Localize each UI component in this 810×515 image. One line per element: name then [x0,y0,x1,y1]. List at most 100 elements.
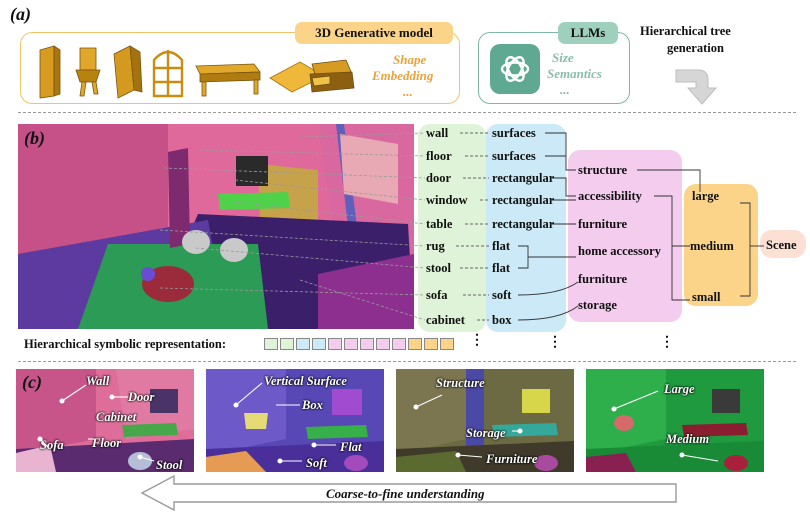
view4-label-large: Large [664,382,695,396]
view2-label-soft: Soft [306,456,327,470]
shape-thumbnails [39,45,355,99]
function-storage: storage [578,298,617,312]
chair-shape [75,47,101,97]
llm-logo-icon [490,44,540,94]
shape-label: Shape [393,52,427,67]
shape-floor: surfaces [492,149,536,163]
tree-gen-arrow-icon [675,69,718,105]
view2-label-box: Box [302,398,323,412]
shape-wall: surfaces [492,126,536,140]
rep-cell [296,338,310,350]
coarse-to-fine-label: Coarse-to-fine understanding [326,486,485,501]
view-size-level [586,369,764,472]
view1-label-door: Door [128,390,155,404]
view4-label-medium: Medium [666,432,710,446]
function-ellipsis: ⋮ [660,335,674,350]
wardrobe-shape [113,45,143,99]
hier-rep-label: Hierarchical symbolic representation: [24,337,227,351]
size-column [684,184,758,306]
tree-gen-label-2: generation [667,41,724,55]
panel-a-label: (a) [10,4,31,24]
shape-cabinet: box [492,313,512,327]
table-shape [195,63,261,97]
generative-model-box [20,32,460,104]
rep-cell [312,338,326,350]
view1-label-sofa: Sofa [40,438,64,452]
rep-cell [424,338,438,350]
rep-cell [392,338,406,350]
view3-label-structure: Structure [436,376,485,390]
size-label: Size [552,50,574,65]
size-large: large [692,189,720,203]
object-cabinet: cabinet [426,313,465,327]
llm-ellipsis: ... [560,82,570,97]
rep-cell [440,338,454,350]
function-furniture-2: furniture [578,272,628,286]
shape-table: rectangular [492,217,555,231]
coarse-to-fine-arrow [140,474,677,512]
view-object-level [16,369,194,472]
shape-door: rectangular [492,171,555,185]
view3-label-storage: Storage [466,426,506,440]
generative-model-tag: 3D Generative model [295,22,453,44]
object-door: door [426,171,451,185]
view1-label-wall: Wall [86,374,110,388]
shape-sofa: soft [492,288,512,302]
scene-render [18,124,414,329]
view4-leaders [611,390,719,462]
sofa-shape [309,59,355,93]
view2-leaders [233,382,336,464]
llm-box [478,32,630,104]
object-table: table [426,217,453,231]
rep-cell [376,338,390,350]
rep-cell [344,338,358,350]
window-shape [152,50,184,98]
rep-cell [328,338,342,350]
panel-b-label: (b) [24,128,45,148]
view1-label-cabinet: Cabinet [96,410,137,424]
function-home-accessory: home accessory [578,244,661,258]
object-floor: floor [426,149,452,163]
function-furniture-1: furniture [578,217,628,231]
size-small: small [692,290,721,304]
function-accessibility: accessibility [578,189,642,203]
separator-bc [18,361,796,362]
object-stool: stool [426,261,451,275]
separator-ab [18,112,796,113]
shape-rug: flat [492,239,511,253]
rep-ellipsis: ⋮ [470,333,484,348]
view-function-level [396,369,574,472]
view1-label-stool: Stool [156,458,183,472]
function-column [568,150,682,322]
llm-tag: LLMs [558,22,618,44]
gen-ellipsis: ... [403,84,413,99]
tree-gen-label-1: Hierarchical tree [640,24,731,38]
object-column [418,124,486,332]
view2-label-flat: Flat [340,440,362,454]
view1-leaders [37,384,155,462]
shape-window: rectangular [492,193,555,207]
rep-cell [360,338,374,350]
rep-cell [280,338,294,350]
scene-root-box [760,230,806,258]
rep-cell [408,338,422,350]
scene-root: Scene [766,238,797,252]
semantics-label: Semantics [547,66,602,81]
embedding-label: Embedding [372,68,434,83]
size-medium: medium [690,239,734,253]
object-wall: wall [426,126,449,140]
object-window: window [426,193,468,207]
panel-c-label: (c) [22,372,42,392]
view3-label-furniture: Furniture [486,452,538,466]
rep-cell [264,338,278,350]
view2-label-vertical-surface: Vertical Surface [264,374,347,388]
shape-stool: flat [492,261,511,275]
object-sofa: sofa [426,288,448,302]
function-structure: structure [578,163,628,177]
view3-leaders [413,394,523,458]
view-shape-level [206,369,384,472]
cabinet-shape [39,45,61,99]
shape-ellipsis: ⋮ [548,335,562,350]
view1-label-floor: Floor [92,436,122,450]
